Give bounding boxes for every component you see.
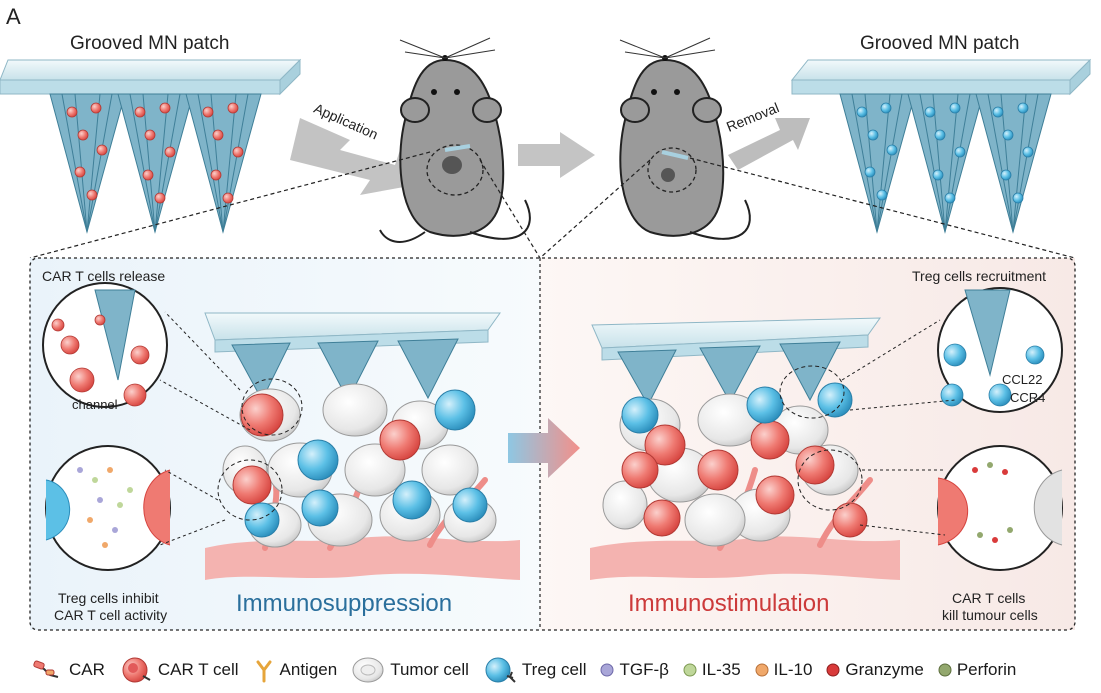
legend-label-il-35: IL-35 (701, 660, 741, 679)
legend-item-car: CAR (30, 659, 105, 681)
legend-label-tgf-beta: TGF-β (619, 660, 669, 679)
removal-arrow (728, 118, 810, 170)
legend-item-antigen: Antigen (253, 657, 338, 683)
state-change-arrow (508, 418, 580, 478)
zoom-lines (29, 151, 1076, 259)
ccr4-label: CCR4 (1010, 390, 1046, 405)
legend-item-tgf-beta: TGF-β (600, 660, 669, 680)
right-cell-cluster (602, 365, 868, 547)
kill-caption-line1: CAR T cells (952, 590, 1026, 606)
legend-item-tumor-cell: Tumor cell (351, 656, 469, 684)
left-patch-title: Grooved MN patch (70, 33, 230, 54)
legend-label-granzyme: Granzyme (845, 660, 924, 679)
inhibit-caption-line1: Treg cells inhibit (58, 590, 159, 606)
kill-zoom-circle (859, 445, 1063, 571)
legend-item-treg-cell: Treg cell (483, 656, 587, 684)
granzyme-icon (826, 663, 840, 677)
car-icon (33, 660, 59, 678)
immunostimulation-label: Immunostimulation (628, 590, 830, 617)
legend-label-treg-cell: Treg cell (521, 660, 587, 679)
mouse-removal (619, 37, 751, 240)
legend-label-perforin: Perforin (956, 660, 1017, 679)
right-patch-title: Grooved MN patch (860, 33, 1020, 54)
legend-label-antigen: Antigen (279, 660, 338, 679)
panel-label: A (6, 4, 21, 29)
release-title: CAR T cells release (42, 268, 166, 284)
release-zoom-circle (42, 282, 251, 431)
tumor-cell-icon (352, 657, 384, 683)
legend-label-car-t-cell: CAR T cell (157, 660, 239, 679)
legend-label-car: CAR (69, 660, 105, 679)
panels-frame (29, 257, 1076, 631)
recruit-title: Treg cells recruitment (912, 268, 1047, 284)
channel-label: channel (72, 397, 118, 412)
legend-item-car-t-cell: CAR T cell (119, 656, 239, 684)
legend-item-granzyme: Granzyme (826, 660, 924, 680)
left-mn-patch (0, 58, 302, 234)
transition-arrow (518, 132, 595, 178)
legend-label-il-10: IL-10 (773, 660, 813, 679)
legend-item-il-10: IL-10 (755, 660, 813, 680)
inhibit-zoom-circle (45, 445, 226, 571)
left-panel-patch (204, 312, 501, 402)
left-cell-cluster (217, 378, 497, 548)
mouse-application (379, 37, 531, 243)
tgf-beta-icon (600, 663, 614, 677)
il-10-icon (755, 663, 769, 677)
right-mn-patch (790, 58, 1092, 234)
legend-item-perforin: Perforin (938, 660, 1017, 680)
il-35-icon (683, 663, 697, 677)
legend-label-tumor-cell: Tumor cell (390, 660, 469, 679)
right-panel-patch (591, 317, 881, 407)
car-t-cell-icon (122, 657, 151, 683)
inhibit-caption-line2: CAR T cell activity (54, 607, 168, 623)
legend: CAR CAR T cell Antigen Tumor cell Treg c… (30, 655, 1030, 685)
immunosuppression-label: Immunosuppression (236, 590, 453, 617)
ccl22-label: CCL22 (1002, 372, 1043, 387)
antigen-icon (256, 660, 272, 683)
perforin-icon (938, 663, 952, 677)
legend-item-il-35: IL-35 (683, 660, 741, 680)
kill-caption-line2: kill tumour cells (942, 607, 1038, 623)
recruit-zoom-circle (841, 287, 1063, 413)
application-arrow (290, 118, 415, 195)
treg-cell-icon (485, 657, 516, 683)
